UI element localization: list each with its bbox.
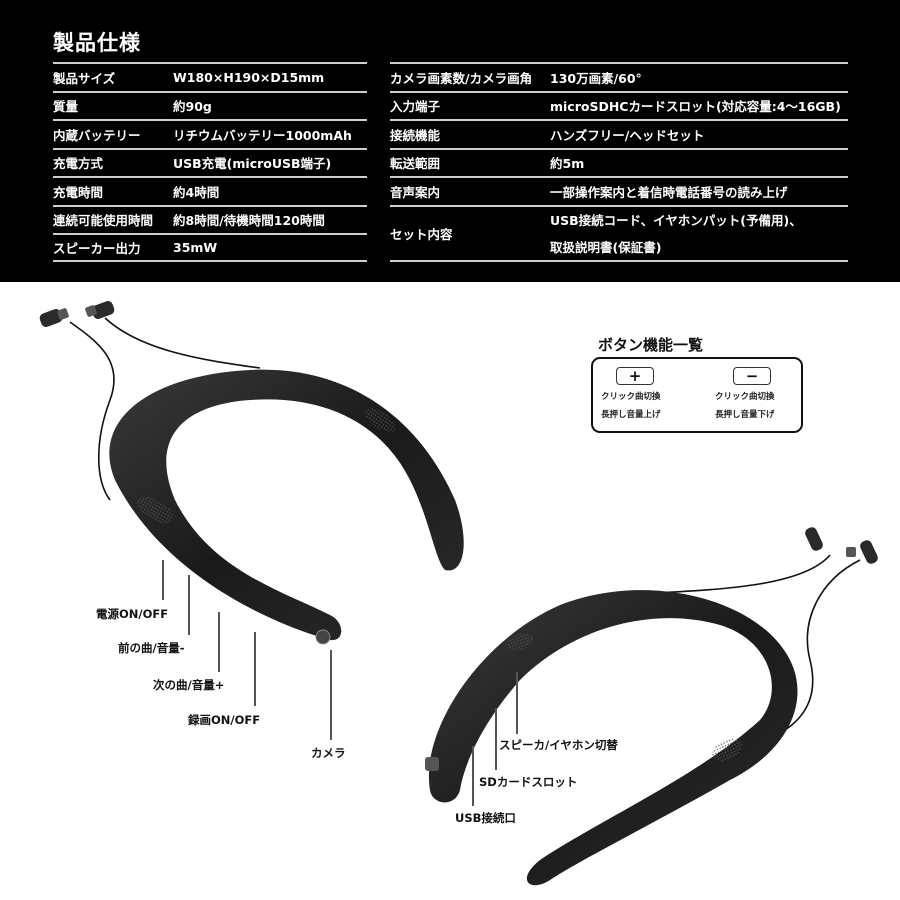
minus-key-legend: − クリック曲切換 長押し音量下げ: [715, 367, 805, 420]
spec-row: 音声案内 一部操作案内と着信時電話番号の読み上げ: [390, 176, 848, 205]
leader-line: [516, 672, 518, 734]
spec-value: ハンズフリー/ヘッドセット: [550, 127, 705, 143]
spec-table-right: カメラ画素数/カメラ画角 130万画素/60° 入力端子 microSDHCカー…: [390, 62, 848, 262]
spec-value-line: USB接続コード、イヤホンパット(予備用)、: [550, 213, 802, 228]
minus-hold-desc: 長押し音量下げ: [715, 410, 775, 420]
spec-row: 接続機能 ハンズフリー/ヘッドセット: [390, 119, 848, 148]
spec-label: 入力端子: [390, 99, 441, 115]
leader-line: [162, 560, 164, 600]
callout-next-track: 次の曲/音量+: [153, 678, 225, 692]
spec-row: 製品サイズ W180×H190×D15mm: [53, 62, 367, 91]
spec-value: リチウムバッテリー1000mAh: [173, 127, 352, 143]
plus-key-legend: + クリック曲切換 長押し音量上げ: [601, 367, 691, 420]
callout-speaker-switch: スピーカ/イヤホン切替: [499, 738, 618, 752]
spec-label: 質量: [53, 99, 79, 115]
spec-panel: 製品仕様 製品サイズ W180×H190×D15mm 質量 約90g 内蔵バッテ…: [0, 0, 900, 282]
leader-line: [188, 575, 190, 635]
plus-click-desc: クリック曲切換: [601, 392, 661, 402]
spec-label: 転送範囲: [390, 156, 441, 172]
spec-label: 連続可能使用時間: [53, 213, 154, 229]
neckband-right: [428, 590, 798, 886]
spec-row: 連続可能使用時間 約8時間/待機時間120時間: [53, 204, 367, 234]
spec-label: 充電方式: [53, 156, 104, 172]
minus-click-desc: クリック曲切換: [715, 392, 775, 402]
spec-row: 質量 約90g: [53, 90, 367, 120]
spec-value: USB接続コード、イヤホンパット(予備用)、 取扱説明書(保証書): [550, 210, 802, 256]
spec-value: 約90g: [173, 99, 212, 115]
spec-label: 製品サイズ: [53, 70, 116, 86]
spec-value: 約5m: [550, 156, 585, 172]
spec-label: 接続機能: [390, 127, 441, 143]
spec-label: スピーカー出力: [53, 240, 141, 256]
spec-value: 35mW: [173, 239, 218, 255]
spec-value-line: 取扱説明書(保証書): [550, 240, 662, 255]
spec-row: スピーカー出力 35mW: [53, 233, 367, 262]
earbud-icon: [805, 527, 878, 564]
callout-usb-port: USB接続口: [455, 811, 516, 825]
spec-row: 入力端子 microSDHCカードスロット(対応容量:4〜16GB): [390, 90, 848, 120]
spec-value: W180×H190×D15mm: [173, 69, 325, 85]
spec-row: セット内容 USB接続コード、イヤホンパット(予備用)、 取扱説明書(保証書): [390, 204, 848, 262]
spec-value: 一部操作案内と着信時電話番号の読み上げ: [550, 184, 788, 200]
callout-power: 電源ON/OFF: [96, 607, 169, 621]
spec-title: 製品仕様: [53, 31, 141, 55]
leader-line: [472, 746, 474, 806]
spec-value: microSDHCカードスロット(対応容量:4〜16GB): [550, 99, 841, 115]
callout-prev-track: 前の曲/音量-: [118, 641, 185, 655]
spec-label: 音声案内: [390, 184, 441, 200]
callout-sd-slot: SDカードスロット: [479, 775, 578, 789]
spec-label: 充電時間: [53, 184, 104, 200]
button-legend-title: ボタン機能一覧: [598, 336, 704, 354]
spec-row: 充電方式 USB充電(microUSB端子): [53, 147, 367, 177]
spec-label: セット内容: [390, 226, 453, 242]
button-legend-box: + クリック曲切換 長押し音量上げ − クリック曲切換 長押し音量下げ: [591, 357, 803, 433]
spec-row: 充電時間 約4時間: [53, 176, 367, 205]
leader-line: [495, 708, 497, 770]
minus-icon: −: [733, 367, 771, 385]
spec-row: 転送範囲 約5m: [390, 147, 848, 177]
leader-line: [218, 612, 220, 672]
leader-line: [254, 632, 256, 706]
camera-lens-icon: [315, 629, 331, 645]
spec-value: 約4時間: [173, 184, 220, 200]
plus-hold-desc: 長押し音量上げ: [601, 410, 661, 420]
spec-row: 内蔵バッテリー リチウムバッテリー1000mAh: [53, 119, 367, 148]
neckband-left: [109, 369, 464, 641]
spec-value: 130万画素/60°: [550, 70, 642, 86]
callout-record: 録画ON/OFF: [188, 713, 261, 727]
spec-value: 約8時間/待機時間120時間: [173, 213, 325, 229]
callout-camera: カメラ: [311, 746, 346, 760]
spec-table-left: 製品サイズ W180×H190×D15mm 質量 約90g 内蔵バッテリー リチ…: [53, 62, 367, 262]
spec-row: カメラ画素数/カメラ画角 130万画素/60°: [390, 62, 848, 91]
earbud-icon: [39, 301, 115, 327]
leader-line: [330, 650, 332, 740]
spec-label: 内蔵バッテリー: [53, 127, 141, 143]
spec-label: カメラ画素数/カメラ画角: [390, 70, 533, 86]
product-illustration: [39, 301, 878, 886]
plus-icon: +: [616, 367, 654, 385]
spec-value: USB充電(microUSB端子): [173, 156, 332, 172]
